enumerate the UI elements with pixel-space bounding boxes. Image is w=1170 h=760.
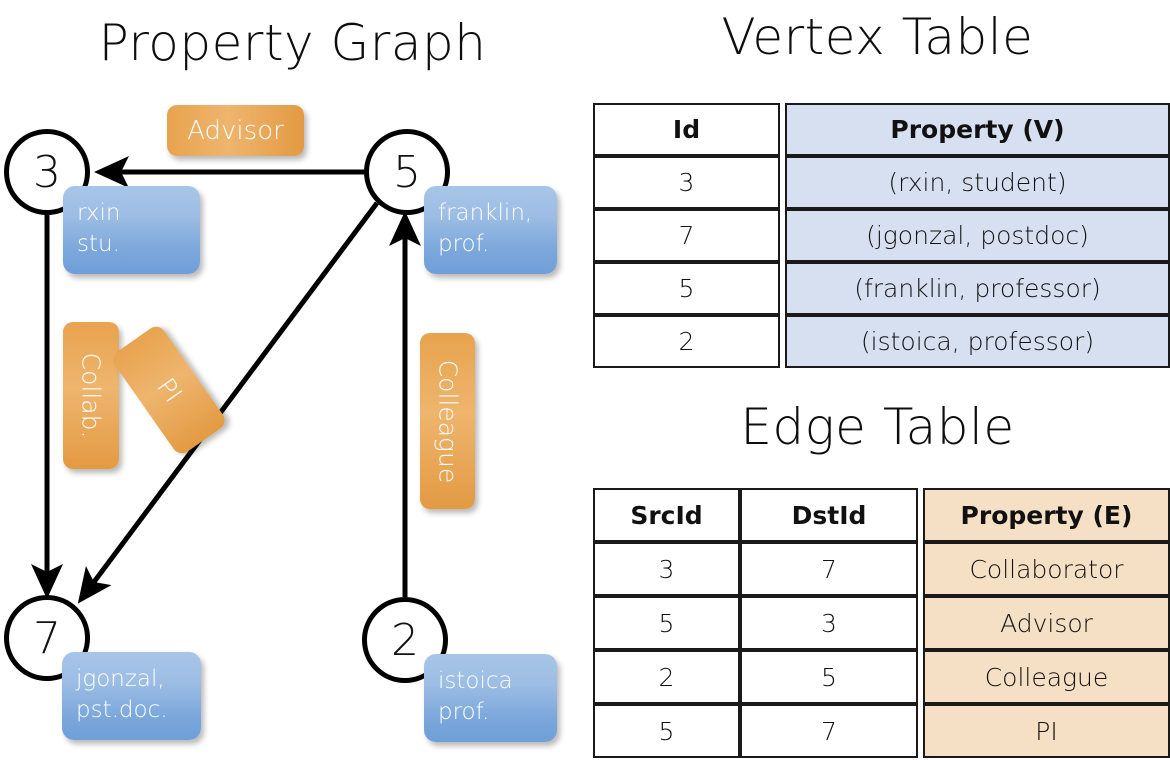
vertex-cell-id: 2 xyxy=(593,315,780,368)
graph-edges-svg xyxy=(31,156,421,604)
edge-cell-srcid: 3 xyxy=(593,542,740,596)
edge-cell-srcid: 5 xyxy=(593,596,740,650)
vertex-cell-id: 7 xyxy=(593,209,780,262)
node-property-box-7: jgonzal, pst.doc. xyxy=(62,652,201,740)
edge-5-to-7-pi xyxy=(77,201,380,604)
page-title-property-graph: Property Graph xyxy=(98,14,487,72)
page-title-edge-table: Edge Table xyxy=(740,398,1015,456)
table-row: 2 (istoica, professor) xyxy=(593,315,1170,368)
node-property-box-3: rxin stu. xyxy=(63,186,200,274)
edge-table-header-dstid: DstId xyxy=(740,488,918,542)
vertex-cell-property: (jgonzal, postdoc) xyxy=(785,209,1170,262)
node-property-box-5: franklin, prof. xyxy=(424,186,557,274)
table-row: 3 7 Collaborator xyxy=(593,542,1170,596)
node-property-line-1: jgonzal, xyxy=(76,666,165,692)
vertex-cell-id: 3 xyxy=(593,156,780,209)
edge-label-badge-advisor: Advisor xyxy=(167,105,304,156)
edge-cell-srcid: 5 xyxy=(593,704,740,758)
column-gap xyxy=(780,262,785,315)
node-property-line-1: istoica xyxy=(438,668,513,694)
vertex-table-header-id: Id xyxy=(593,103,780,156)
node-property-line-1: rxin xyxy=(77,200,121,226)
column-gap xyxy=(918,650,923,704)
node-property-line-2: prof. xyxy=(438,231,490,258)
column-gap xyxy=(918,704,923,758)
table-header-row: Id Property (V) xyxy=(593,103,1170,156)
edge-cell-dstid: 5 xyxy=(740,650,918,704)
node-property-line-2: prof. xyxy=(438,699,490,726)
edge-label-text: PI xyxy=(150,372,188,408)
table-header-row: SrcId DstId Property (E) xyxy=(593,488,1170,542)
node-property-line-2: stu. xyxy=(77,231,120,258)
edge-cell-dstid: 7 xyxy=(740,704,918,758)
vertex-cell-property: (istoica, professor) xyxy=(785,315,1170,368)
edge-table-header-property: Property (E) xyxy=(923,488,1170,542)
node-property-line-2: pst.doc. xyxy=(76,697,168,724)
edge-label-text: Collab. xyxy=(76,352,106,439)
vertex-table: Id Property (V) 3 (rxin, student) 7 (jgo… xyxy=(593,103,1170,368)
column-gap xyxy=(918,596,923,650)
table-row: 7 (jgonzal, postdoc) xyxy=(593,209,1170,262)
vertex-cell-id: 5 xyxy=(593,262,780,315)
column-gap xyxy=(780,209,785,262)
table-row: 3 (rxin, student) xyxy=(593,156,1170,209)
edge-cell-property: Advisor xyxy=(923,596,1170,650)
edge-table: SrcId DstId Property (E) 3 7 Collaborato… xyxy=(593,488,1170,758)
vertex-cell-property: (rxin, student) xyxy=(785,156,1170,209)
edge-cell-dstid: 7 xyxy=(740,542,918,596)
column-gap xyxy=(918,488,923,542)
table-row: 5 (franklin, professor) xyxy=(593,262,1170,315)
table-row: 5 3 Advisor xyxy=(593,596,1170,650)
vertex-cell-property: (franklin, professor) xyxy=(785,262,1170,315)
node-property-box-2: istoica prof. xyxy=(424,654,557,742)
column-gap xyxy=(780,315,785,368)
column-gap xyxy=(918,542,923,596)
edge-label-text: Colleague xyxy=(433,359,463,483)
property-graph-diagram: 3 5 7 2 rxin stu. franklin, prof. jgonza… xyxy=(4,105,557,742)
edge-cell-property: Colleague xyxy=(923,650,1170,704)
edge-label-badge-collab: Collab. xyxy=(63,322,119,469)
vertex-table-header-property: Property (V) xyxy=(785,103,1170,156)
edge-cell-srcid: 2 xyxy=(593,650,740,704)
edge-cell-dstid: 3 xyxy=(740,596,918,650)
edge-cell-property: PI xyxy=(923,704,1170,758)
column-gap xyxy=(780,156,785,209)
column-gap xyxy=(780,103,785,156)
edge-table-header-srcid: SrcId xyxy=(593,488,740,542)
edge-cell-property: Collaborator xyxy=(923,542,1170,596)
edge-label-badge-colleague: Colleague xyxy=(420,333,475,509)
graph-node-2[interactable]: 2 xyxy=(362,597,448,683)
table-row: 2 5 Colleague xyxy=(593,650,1170,704)
table-row: 5 7 PI xyxy=(593,704,1170,758)
node-property-line-1: franklin, xyxy=(438,200,533,226)
page-title-vertex-table: Vertex Table xyxy=(721,8,1034,66)
